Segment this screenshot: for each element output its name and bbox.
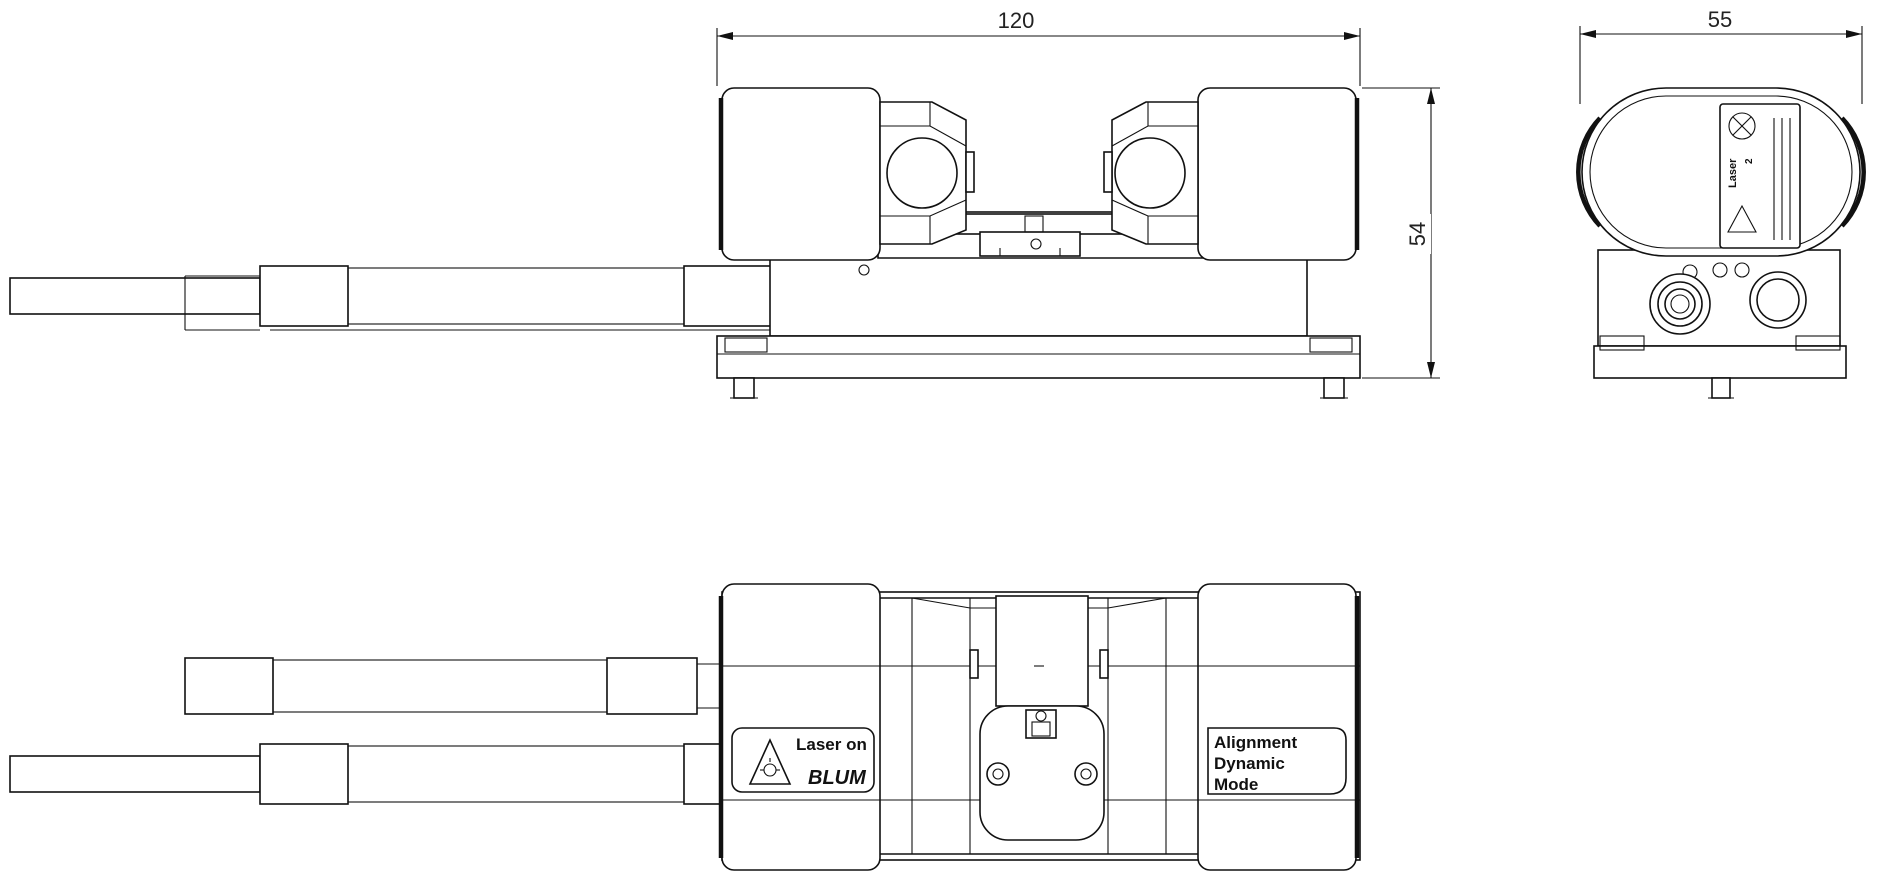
dimension-label-55: 55	[1708, 7, 1732, 32]
side-label-plate: Laser 2	[1719, 103, 1801, 249]
front-cable	[9, 265, 775, 331]
side-laser-text: Laser	[1727, 158, 1739, 188]
side-laser-warning-icon	[1727, 204, 1757, 233]
top-center-mount	[979, 705, 1105, 841]
brand-logo-text: BLUM	[808, 767, 867, 789]
dimension-width-120: 120	[716, 8, 1361, 86]
top-right-module: Alignment Dynamic Mode	[1197, 583, 1360, 871]
alignment-text-line2: Dynamic	[1214, 754, 1285, 773]
laser-on-text: Laser on	[796, 735, 867, 754]
alignment-text-line3: Mode	[1214, 775, 1258, 794]
dimension-width-55: 55	[1579, 6, 1863, 104]
side-connector-left	[1649, 273, 1711, 335]
side-connector-right	[1749, 271, 1807, 329]
top-cable-lower	[9, 743, 723, 805]
alignment-text-line1: Alignment	[1214, 733, 1297, 752]
front-left-module	[718, 87, 975, 261]
no-eye-exposure-icon	[1728, 112, 1756, 140]
top-view: Laser on BLUM Alignment Dynamic Mode	[9, 583, 1361, 871]
front-view: 120 54	[9, 8, 1440, 399]
top-left-module: Laser on BLUM	[718, 583, 881, 871]
alignment-mode-badge	[1207, 727, 1347, 795]
top-cable-upper	[184, 657, 722, 715]
side-class-text: 2	[1744, 158, 1755, 164]
dimension-label-54: 54	[1405, 222, 1430, 246]
dimension-height-54: 54	[1362, 87, 1440, 379]
side-view: 55 Laser 2	[1576, 6, 1866, 399]
laser-warning-icon	[748, 738, 792, 785]
front-right-module	[1103, 87, 1360, 261]
dimension-label-120: 120	[998, 8, 1035, 33]
